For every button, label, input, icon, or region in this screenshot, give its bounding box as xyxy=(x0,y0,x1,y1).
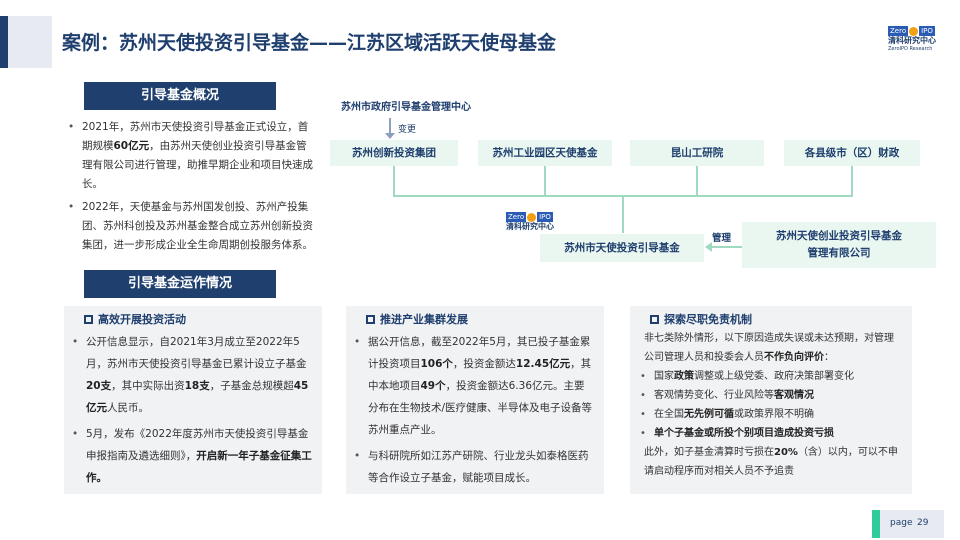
square-bullet-icon xyxy=(650,314,659,324)
card-title: 推进产业集群发展 xyxy=(346,306,604,327)
logo-circle-icon xyxy=(527,212,537,222)
list-item: 5月，发布《2022年度苏州市天使投资引导基金申报指南及遴选细则》，开启新一年子… xyxy=(70,423,312,489)
org-node-innovation-group: 苏州创新投资集团 xyxy=(330,140,458,166)
square-bullet-icon xyxy=(366,314,375,324)
page-number: 29 xyxy=(917,518,929,528)
card-list: 据公开信息，截至2022年5月，其已投子基金累计投资项目106个，投资金额达12… xyxy=(346,327,604,489)
connector-line xyxy=(851,166,853,196)
org-arrow-line xyxy=(389,118,391,138)
list-item: 据公开信息，截至2022年5月，其已投子基金累计投资项目106个，投资金额达12… xyxy=(352,331,594,441)
title-side-block xyxy=(8,16,52,68)
operation-card: 高效开展投资活动 公开信息显示，自2021年3月成立至2022年5月，苏州市天使… xyxy=(64,306,322,494)
list-item: 单个子基金或所投个别项目造成投资亏损 xyxy=(638,424,902,443)
org-node-county-finance: 各县级市（区）财政 xyxy=(784,140,920,166)
org-center-node: 苏州市天使投资引导基金 xyxy=(540,234,704,262)
page-number-accent xyxy=(872,510,880,538)
operation-section-tag: 引导基金运作情况 xyxy=(84,270,276,298)
connector-line xyxy=(696,166,698,196)
list-item: 客观情势变化、行业风险等客观情况 xyxy=(638,386,902,405)
connector-line xyxy=(712,246,742,248)
watermark-logo: Zero IPO 清科研究中心 xyxy=(506,212,554,231)
card-intro: 非七类除外情形，以下原因造成失误或未达预期，对管理公司管理人员和投委会人员不作负… xyxy=(644,333,894,363)
org-manager-node: 苏州天使创业投资引导基金 管理有限公司 xyxy=(742,222,936,268)
card-list: 国家政策调整或上级党委、政府决策部署变化 客观情势变化、行业风险等客观情况 在全… xyxy=(630,367,912,443)
page-label: page xyxy=(890,518,913,528)
zeroipo-logo: Zero IPO 清科研究中心 ZeroIPO Research xyxy=(888,26,940,60)
logo-name-en: ZeroIPO Research xyxy=(888,46,933,52)
overview-bullet: 2021年，苏州市天使投资引导基金正式设立，首期规模60亿元，由苏州天使创业投资… xyxy=(66,118,316,194)
operation-card: 探索尽职免责机制 非七类除外情形，以下原因造成失误或未达预期，对管理公司管理人员… xyxy=(630,306,912,494)
list-item: 与科研院所如江苏产研院、行业龙头如泰格医药等合作设立子基金，赋能项目成长。 xyxy=(352,445,594,489)
overview-bullet: 2022年，天使基金与苏州国发创投、苏州产投集团、苏州科创投及苏州基金整合成立苏… xyxy=(66,198,316,255)
connector-line xyxy=(544,166,546,196)
operation-card: 推进产业集群发展 据公开信息，截至2022年5月，其已投子基金累计投资项目106… xyxy=(346,306,604,494)
list-item: 国家政策调整或上级党委、政府决策部署变化 xyxy=(638,367,902,386)
card-list: 公开信息显示，自2021年3月成立至2022年5月，苏州市天使投资引导基金已累计… xyxy=(64,327,322,489)
list-item: 在全国无先例可循或政策界限不明确 xyxy=(638,405,902,424)
org-node-sip-angel-fund: 苏州工业园区天使基金 xyxy=(478,140,612,166)
logo-brand-left: Zero xyxy=(888,26,909,36)
connector-line xyxy=(393,166,395,196)
arrow-down-icon xyxy=(385,133,395,139)
logo-circle-icon xyxy=(909,26,919,36)
page-title: 案例：苏州天使投资引导基金——江苏区域活跃天使母基金 xyxy=(62,32,557,54)
logo-name-cn: 清科研究中心 xyxy=(888,36,936,45)
org-change-label: 变更 xyxy=(398,125,417,135)
org-manage-label: 管理 xyxy=(712,233,732,244)
arrow-left-icon xyxy=(705,242,712,252)
square-bullet-icon xyxy=(84,314,93,324)
card-title: 高效开展投资活动 xyxy=(64,306,322,327)
card-title: 探索尽职免责机制 xyxy=(630,306,912,327)
connector-line xyxy=(622,195,624,233)
org-top-node: 苏州市政府引导基金管理中心 xyxy=(341,102,471,113)
title-accent-bar xyxy=(0,16,8,68)
list-item: 公开信息显示，自2021年3月成立至2022年5月，苏州市天使投资引导基金已累计… xyxy=(70,331,312,419)
org-node-kunshan-institute: 昆山工研院 xyxy=(630,140,764,166)
card-outro: 此外，如子基金清算时亏损在20%（含）以内，可以不申请启动程序而对相关人员不予追… xyxy=(644,447,898,477)
overview-bullets: 2021年，苏州市天使投资引导基金正式设立，首期规模60亿元，由苏州天使创业投资… xyxy=(66,118,316,259)
overview-section-tag: 引导基金概况 xyxy=(84,82,276,110)
logo-brand-right: IPO xyxy=(919,26,935,36)
page-number-box xyxy=(872,510,944,538)
